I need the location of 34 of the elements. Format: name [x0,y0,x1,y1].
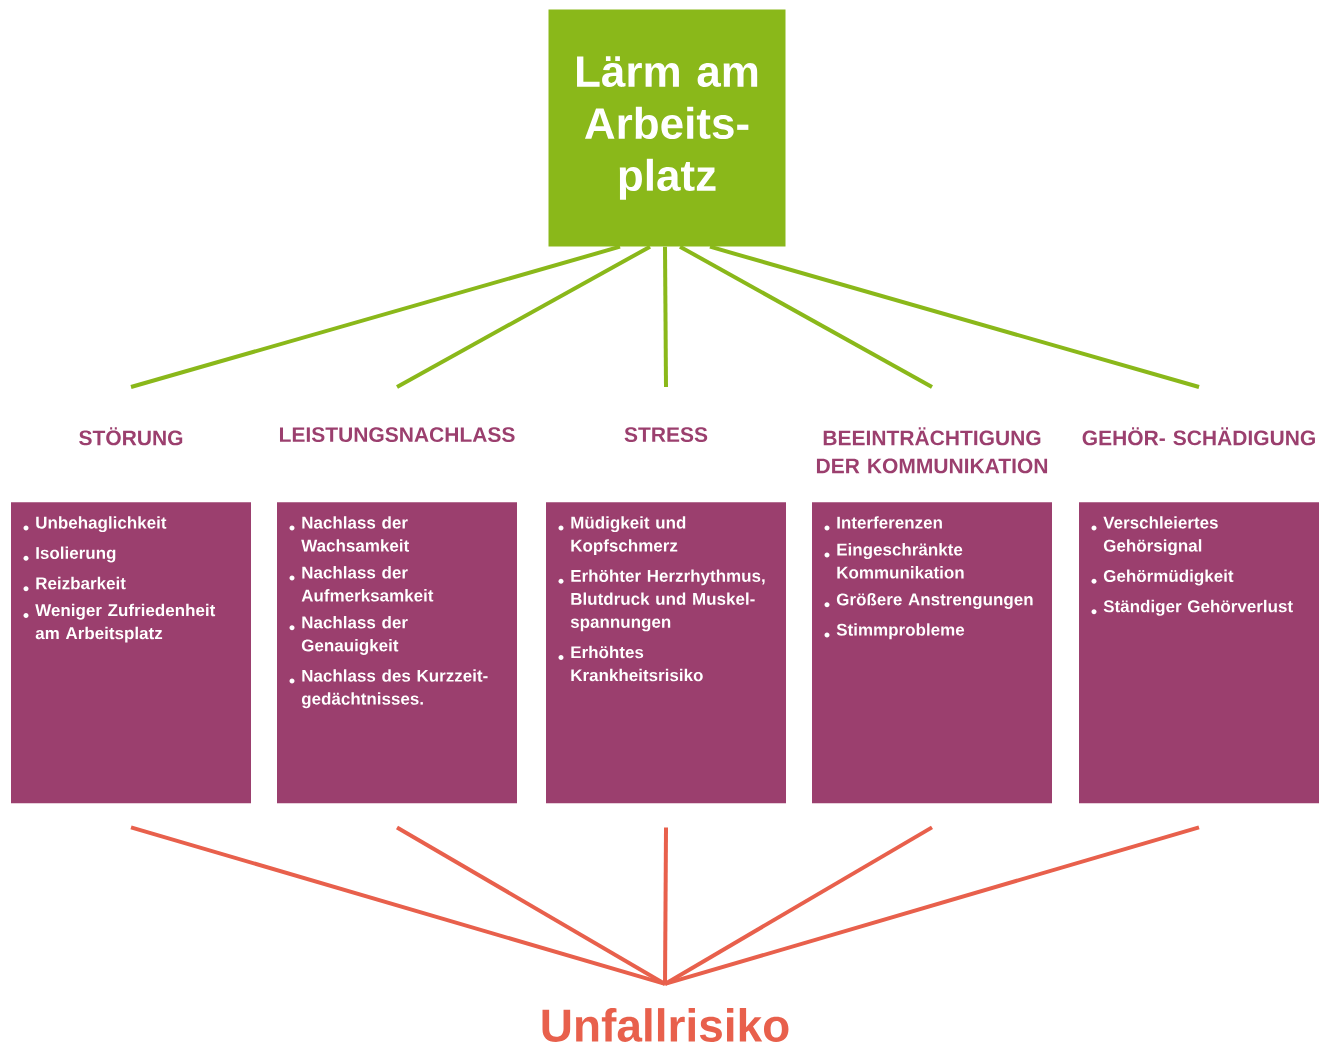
list-box: Interferenzen Eingeschränkte Kommunikation Größere Anstrengungen Stimmprobleme [812,502,1052,804]
connector-line [396,825,666,986]
category-heading: STÖRUNG [79,427,183,446]
connector-line [679,244,933,389]
connector-line [130,825,666,986]
node-label: Nachlass der Aufmerksamkeit [301,566,434,602]
connector-line [663,246,668,388]
connector-line [663,827,668,984]
node-label: Nachlass der Genauigkeit [301,615,408,655]
list-box: Müdigkeit und Kopfschmerz Erhöhter Herzrhythmus, Blutdruck und Muskel- spannungen Erhöhtes Krankheitsrisiko [546,502,786,804]
list-box: Unbehaglichkeit Isolierung Reizbarkeit Weniger Zufriedenheit am Arbeitsplatz [11,502,251,804]
result-text: Unfallrisiko [542,1008,789,1042]
category-heading: LEISTUNGSNACHLASS [280,427,515,443]
node-label: Interferenzen [837,516,942,529]
node-label: Nachlass des Kurzzeit- gedächtnisses. [301,669,488,709]
node-label: Eingeschränkte Kommunikation [837,543,964,579]
list-box: Nachlass der Wachsamkeit Nachlass der Aufmerksamkeit Nachlass der Genauigkeit Nachlass des Kurzzeit- gedächtnisses. [277,502,517,804]
node-label: Isolierung [36,546,116,563]
node-label: Stimmprobleme [836,623,965,640]
connector-line [709,244,1200,389]
node-label: Weniger Zufriedenheit am Arbeitsplatz [35,603,216,643]
category-heading: GEHÖR- SCHÄDIGUNG [1082,427,1315,446]
connector-line [130,244,621,389]
title-box: Lärm am Arbeits- platz [548,9,786,247]
category-heading: BEEINTRÄCHTIGUNG DER KOMMUNIKATION [816,427,1048,474]
list-box: Verschleiertes Gehörsignal Gehörmüdigkeit Ständiger Gehörverlust [1079,502,1319,804]
connector-line [664,825,934,986]
node-label: Nachlass der Wachsamkeit [301,516,410,552]
node-label: Größere Anstrengungen [836,592,1033,609]
connector-line [664,825,1200,986]
category-heading: STRESS [624,427,708,443]
node-label: Reizbarkeit [36,576,126,590]
node-label: Unbehaglichkeit [36,516,167,533]
connector-line [396,244,651,389]
